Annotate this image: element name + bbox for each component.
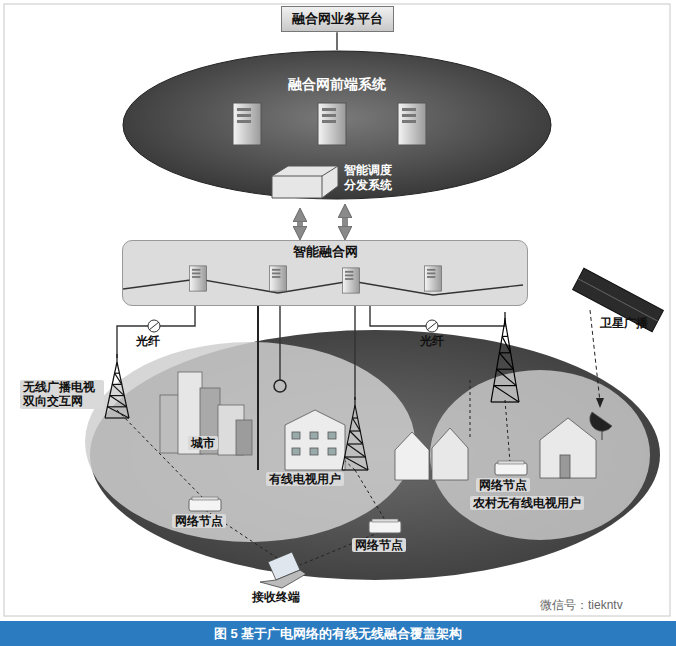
frontend-ellipse: 智能调度分发系统 融合网前端系统 — [122, 50, 552, 208]
area-label: 网络节点 — [352, 538, 406, 552]
platform-box: 融合网业务平台 — [281, 6, 394, 32]
area-label: 卫星广播 — [600, 316, 648, 330]
area-label: 接收终端 — [252, 590, 300, 604]
area-label: 光纤 — [420, 334, 444, 348]
area-label: 农村无有线电视用户 — [470, 496, 584, 510]
node-label: 融合网业务平台 — [292, 11, 383, 27]
node-label: 融合网前端系统 — [122, 76, 552, 94]
network-band: 智能融合网 — [122, 240, 528, 306]
area-label: 城市 — [188, 436, 218, 450]
area-label: 网络节点 — [172, 514, 226, 528]
connector — [297, 218, 303, 230]
area-label: 网络节点 — [476, 478, 530, 492]
tower-symbol — [105, 354, 129, 418]
watermark: 微信号：tiekntv — [540, 598, 623, 612]
area-label: 无线广播电视双向交互网 — [20, 380, 104, 409]
node-label: 智能调度分发系统 — [344, 163, 396, 193]
node-label: 智能融合网 — [123, 244, 527, 260]
area-label: 有线电视用户 — [266, 472, 344, 486]
tower-symbol — [491, 312, 519, 402]
connector — [342, 214, 348, 230]
connector — [336, 32, 337, 50]
dispatch-device: 智能调度分发系统 — [268, 160, 404, 204]
figure-caption: 图 5 基于广电网络的有线无线融合覆盖架构 — [0, 621, 676, 646]
tower-symbol — [342, 397, 368, 470]
area-label: 光纤 — [136, 334, 160, 348]
